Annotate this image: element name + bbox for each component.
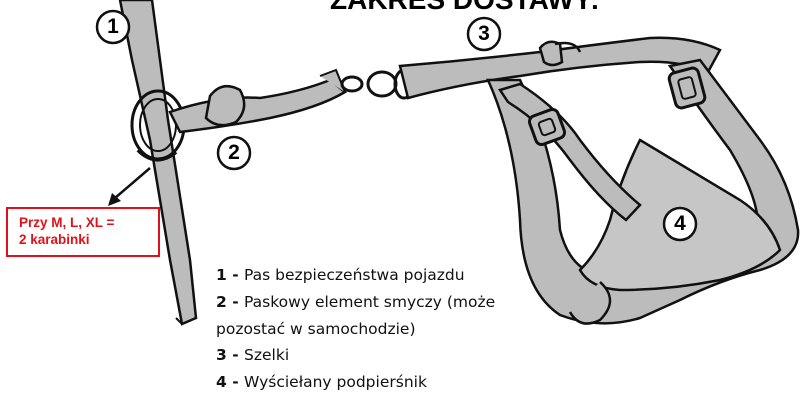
legend: 1 - Pas bezpieczeństwa pojazdu 2 - Pasko…: [216, 262, 495, 396]
legend-sep: -: [227, 293, 244, 311]
seat-belt-strap: [120, 0, 196, 324]
legend-item: 3 - Szelki: [216, 342, 495, 369]
legend-item: 1 - Pas bezpieczeństwa pojazdu: [216, 262, 495, 289]
legend-item: pozostać w samochodzie): [216, 316, 495, 343]
label-number-3: 3: [467, 17, 501, 51]
leash-loop: [206, 86, 244, 125]
legend-text: pozostać w samochodzie): [216, 320, 416, 338]
legend-sep: -: [227, 373, 244, 391]
callout-line-1: Przy M, L, XL =: [8, 209, 158, 231]
page-title: ZAKRES DOSTAWY:: [330, 0, 600, 16]
legend-sep: -: [227, 266, 244, 284]
label-number-1: 1: [96, 10, 130, 44]
label-number-2: 2: [217, 136, 251, 170]
callout-line-2: 2 karabinki: [8, 231, 158, 248]
legend-text: Wyściełany podpierśnik: [244, 373, 427, 391]
legend-item: 4 - Wyściełany podpierśnik: [216, 369, 495, 396]
legend-text: Pas bezpieczeństwa pojazdu: [244, 266, 465, 284]
leash-strap: [170, 80, 345, 132]
legend-num: 3: [216, 346, 227, 364]
legend-item: 2 - Paskowy element smyczy (może: [216, 289, 495, 316]
legend-num: 1: [216, 266, 227, 284]
legend-text: Szelki: [244, 346, 289, 364]
carabiner-callout-box: Przy M, L, XL = 2 karabinki: [6, 207, 160, 257]
label-number-4: 4: [663, 207, 697, 241]
legend-num: 2: [216, 293, 227, 311]
legend-sep: -: [227, 346, 244, 364]
legend-num: 4: [216, 373, 227, 391]
callout-arrow: [115, 168, 150, 198]
legend-text: Paskowy element smyczy (może: [244, 293, 495, 311]
